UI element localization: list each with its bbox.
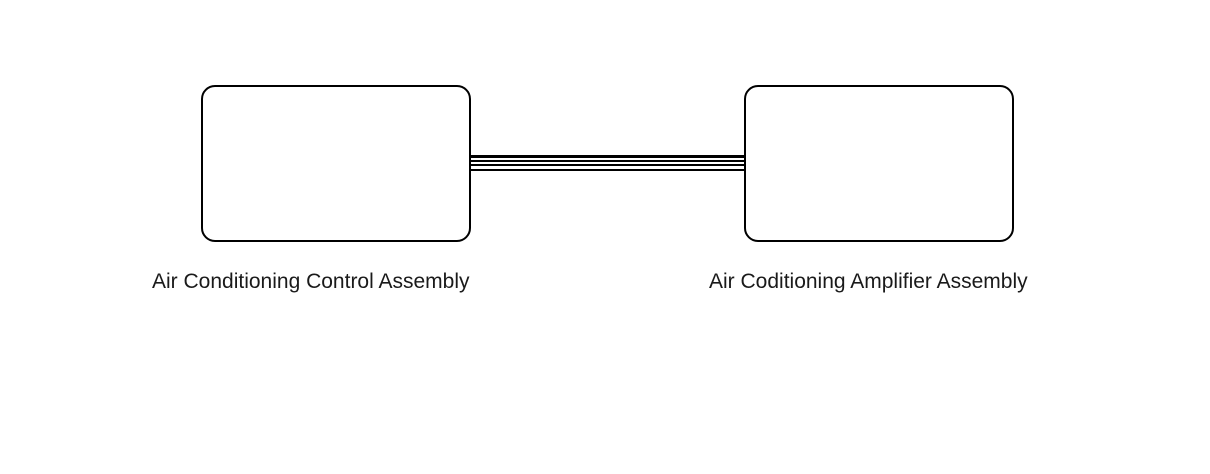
wire xyxy=(469,155,746,158)
amplifier-assembly-box xyxy=(744,85,1014,242)
wire xyxy=(469,160,746,162)
control-assembly-label: Air Conditioning Control Assembly xyxy=(152,270,470,293)
amplifier-assembly-label: Air Coditioning Amplifier Assembly xyxy=(709,270,1028,293)
wire xyxy=(469,164,746,166)
wire xyxy=(469,169,746,171)
control-assembly-box xyxy=(201,85,471,242)
